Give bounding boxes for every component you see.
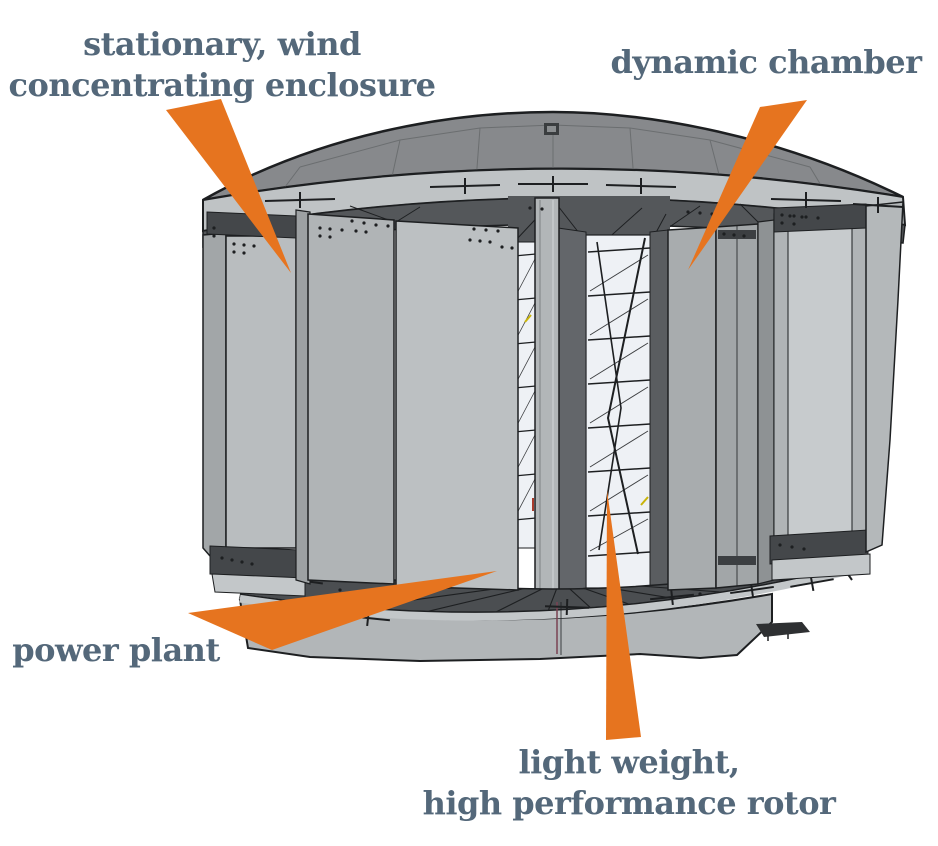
label-line: stationary, wind bbox=[83, 25, 361, 63]
label-stationary-enclosure: stationary, wind concentrating enclosure bbox=[9, 24, 436, 106]
support-foot bbox=[756, 622, 810, 641]
label-line: dynamic chamber bbox=[610, 43, 922, 81]
dynamic-chamber-pointer-arrow bbox=[688, 100, 807, 270]
rotor-blades bbox=[585, 234, 653, 589]
stator-panel bbox=[395, 220, 519, 591]
stator-panel bbox=[667, 226, 717, 591]
callout-arrows bbox=[166, 99, 807, 740]
rim-tick-marks bbox=[264, 176, 904, 213]
stator-panel bbox=[307, 213, 395, 585]
rotor-pointer-arrow bbox=[606, 490, 641, 740]
stator-panels bbox=[202, 201, 904, 597]
stator-panel bbox=[295, 209, 311, 585]
label-line: power plant bbox=[12, 631, 220, 669]
label-line: concentrating enclosure bbox=[8, 66, 436, 104]
label-dynamic-chamber: dynamic chamber bbox=[610, 42, 922, 83]
opening-jamb-right bbox=[649, 229, 669, 589]
enclosure-pointer-arrow bbox=[166, 99, 291, 273]
central-mast bbox=[534, 197, 560, 596]
power-plant-pointer-arrow bbox=[188, 571, 497, 650]
stator-panel bbox=[865, 201, 904, 554]
stator-panel bbox=[715, 223, 759, 589]
rivet-dots bbox=[212, 206, 820, 566]
label-power-plant: power plant bbox=[12, 630, 220, 671]
stator-panel bbox=[769, 203, 871, 581]
stator-panel bbox=[757, 219, 775, 585]
dome-top-vent bbox=[544, 123, 559, 135]
opening-jamb-left bbox=[557, 227, 587, 593]
stator-panel bbox=[202, 232, 227, 561]
label-line: high performance rotor bbox=[422, 784, 836, 822]
label-lightweight-rotor: light weight, high performance rotor bbox=[423, 742, 836, 824]
label-line: light weight, bbox=[518, 743, 740, 781]
